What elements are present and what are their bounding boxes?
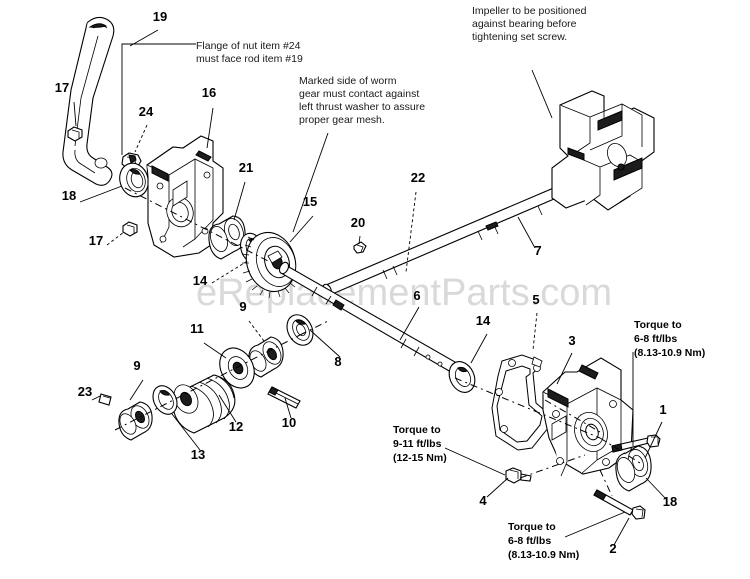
note-impeller-line: Impeller to be positioned bbox=[472, 5, 587, 17]
axis-line-bolt2 bbox=[599, 469, 613, 497]
note-worm-gear-line: proper gear mesh. bbox=[299, 114, 385, 126]
torque-bottom: Torque to 6-8 ft/lbs (8.13-10.9 Nm) bbox=[508, 521, 579, 561]
part-20-pin bbox=[353, 241, 367, 254]
callout-number-19: 19 bbox=[153, 9, 167, 24]
torque-bottom-line: (8.13-10.9 Nm) bbox=[508, 549, 579, 561]
axis-line-case-2 bbox=[599, 437, 641, 464]
part-19-rod bbox=[62, 16, 115, 186]
note-worm-gear-line: gear must contact against bbox=[299, 88, 419, 100]
callout-number-3: 3 bbox=[568, 333, 575, 348]
part-18-bearing-lower bbox=[615, 445, 652, 492]
torque-left-line: (12-15 Nm) bbox=[393, 452, 447, 464]
callout-number-13: 13 bbox=[191, 447, 205, 462]
callout-number-16: 16 bbox=[202, 85, 216, 100]
callout-number-18: 18 bbox=[62, 188, 76, 203]
callout-number-10: 10 bbox=[282, 415, 296, 430]
callout-number-18: 18 bbox=[663, 494, 677, 509]
axis-line-worm-2 bbox=[299, 319, 331, 336]
callout-number-23: 23 bbox=[78, 384, 92, 399]
part-1-bolt bbox=[611, 434, 661, 453]
callout-number-12: 12 bbox=[229, 419, 243, 434]
callout-number-7: 7 bbox=[534, 243, 541, 258]
part-15-worm-gear bbox=[241, 231, 297, 299]
note-flange-line: must face rod item #19 bbox=[196, 53, 303, 65]
callout-number-21: 21 bbox=[239, 160, 253, 175]
part-23-setscrew bbox=[98, 393, 112, 406]
callout-number-15: 15 bbox=[303, 194, 317, 209]
torque-bottom-line: 6-8 ft/lbs bbox=[508, 535, 551, 547]
callout-number-20: 20 bbox=[351, 215, 365, 230]
part-17-screw-lower bbox=[122, 221, 138, 237]
part-13-washer bbox=[152, 385, 178, 415]
part-18-bearing-upper bbox=[119, 162, 149, 198]
part-2-bolt bbox=[593, 489, 646, 520]
axis-line-screw4 bbox=[519, 454, 586, 479]
part-14-washer-lower bbox=[448, 361, 476, 393]
callout-number-24: 24 bbox=[139, 104, 154, 119]
callout-number-6: 6 bbox=[413, 288, 420, 303]
note-flange-line: Flange of nut item #24 bbox=[196, 40, 301, 52]
torque-bottom-line: Torque to bbox=[508, 521, 556, 533]
callout-number-17: 17 bbox=[89, 233, 103, 248]
callout-number-5: 5 bbox=[532, 292, 539, 307]
torque-left-line: 9-11 ft/lbs bbox=[393, 438, 442, 450]
callout-number-4: 4 bbox=[479, 493, 487, 508]
part-10-key bbox=[267, 386, 301, 409]
callout-number-8: 8 bbox=[334, 354, 341, 369]
callout-number-1: 1 bbox=[659, 402, 666, 417]
note-worm-gear-line: Marked side of worm bbox=[299, 75, 397, 87]
leader-lines bbox=[73, 29, 668, 546]
axis-line-gasket bbox=[544, 399, 601, 433]
torque-left: Torque to 9-11 ft/lbs (12-15 Nm) bbox=[393, 424, 447, 464]
callout-number-17: 17 bbox=[55, 80, 69, 95]
axis-line-worm bbox=[114, 334, 301, 431]
axis-line-case bbox=[454, 377, 601, 439]
note-impeller-line: tightening set screw. bbox=[472, 31, 567, 43]
note-impeller-line: against bearing before bbox=[472, 18, 577, 30]
callout-number-11: 11 bbox=[190, 321, 204, 336]
part-8-bearing bbox=[286, 314, 314, 346]
torque-upper-right-line: Torque to bbox=[634, 319, 682, 331]
torque-upper-right-line: (8.13-10.9 Nm) bbox=[634, 347, 705, 359]
part-16-gear-housing bbox=[146, 135, 224, 258]
note-worm-gear-line: left thrust washer to assure bbox=[299, 101, 425, 113]
part-5-gasket bbox=[491, 354, 551, 451]
callout-number-14: 14 bbox=[193, 273, 208, 288]
callout-number-9: 9 bbox=[239, 299, 246, 314]
part-4-screw bbox=[505, 467, 532, 484]
callout-number-14: 14 bbox=[476, 313, 491, 328]
callout-number-2: 2 bbox=[609, 541, 616, 556]
torque-specs-group: Torque to6-8 ft/lbs(8.13-10.9 Nm)Torque … bbox=[393, 319, 705, 561]
callout-number-22: 22 bbox=[411, 170, 425, 185]
callout-number-9: 9 bbox=[133, 358, 140, 373]
part-7-impeller bbox=[551, 90, 655, 211]
torque-left-line: Torque to bbox=[393, 424, 441, 436]
part-17-screw-upper bbox=[67, 126, 83, 142]
torque-upper-right-line: 6-8 ft/lbs bbox=[634, 333, 677, 345]
torque-upper-right: Torque to 6-8 ft/lbs (8.13-10.9 Nm) bbox=[634, 319, 705, 359]
part-21-spacer bbox=[208, 215, 246, 260]
